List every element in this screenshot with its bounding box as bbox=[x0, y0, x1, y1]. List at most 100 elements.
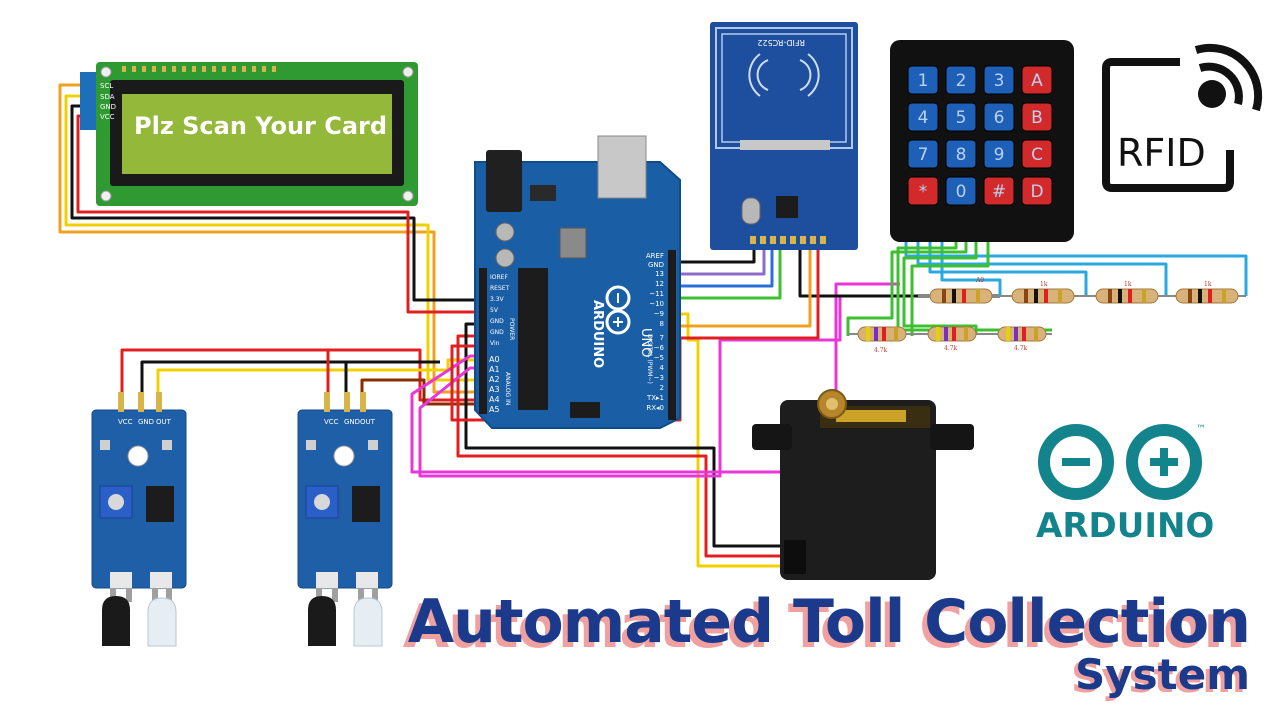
keypad-key: 0 bbox=[945, 176, 977, 206]
keypad-key: 1 bbox=[907, 65, 939, 95]
keypad-key: 2 bbox=[945, 65, 977, 95]
pin-label-5v: 5V bbox=[490, 307, 499, 314]
right-header bbox=[668, 250, 676, 420]
board-brand: ARDUINO bbox=[590, 300, 605, 368]
ir1-emitter bbox=[147, 597, 177, 647]
resistor-label-1k-a: 1k bbox=[1040, 281, 1048, 288]
keypad-key-cap bbox=[983, 102, 1015, 132]
keypad-key: 3 bbox=[983, 65, 1015, 95]
keypad-key-cap bbox=[983, 65, 1015, 95]
wire-servo-signal bbox=[668, 312, 790, 568]
wire-rfid-vcc bbox=[450, 240, 820, 422]
wire-ir2-out bbox=[360, 378, 488, 410]
lcd-pin-gnd: GND bbox=[100, 103, 116, 111]
digital-pin-labels: AREF GND 13 12 ~11 ~10 ~9 8 7 ~6 ~5 4 ~3… bbox=[646, 252, 665, 412]
pin-label-3v3: 3.3V bbox=[490, 296, 505, 303]
pin-label-gnd1: GND bbox=[490, 318, 504, 325]
wire-kp-r3 bbox=[928, 240, 1088, 296]
rfid-logo: RFID bbox=[1102, 43, 1263, 192]
resistor-label-4k7-a: 4.7k bbox=[874, 347, 888, 354]
keypad-key-label: 6 bbox=[994, 108, 1005, 128]
keypad-key: * bbox=[907, 176, 939, 206]
pin-label-reset: RESET bbox=[490, 285, 510, 292]
wire-servo-vcc bbox=[456, 334, 790, 558]
wire-kp-c2 bbox=[846, 240, 968, 336]
digital-label: DIGITAL (PWM~) bbox=[646, 334, 653, 384]
ir2-pin-out: OUT bbox=[360, 418, 376, 426]
arduino-logo-plus-v bbox=[1160, 448, 1168, 476]
wire-kp-r4 bbox=[940, 240, 1002, 296]
power-label: POWER bbox=[508, 318, 515, 340]
wire-rfid-mosi bbox=[668, 240, 774, 288]
ir1-pin-gnd: GND bbox=[138, 418, 154, 426]
keypad-key-cap bbox=[983, 139, 1015, 169]
lcd-display: SCL SDA GND VCC Plz Scan Your Card bbox=[80, 62, 418, 206]
ir2-pin-gnd: GND bbox=[344, 418, 360, 426]
keypad-key-cap bbox=[907, 102, 939, 132]
keypad-key-label: B bbox=[1031, 108, 1043, 128]
keypad-key-label: 0 bbox=[956, 182, 967, 202]
keypad-key-label: 7 bbox=[918, 145, 929, 165]
keypad-key-cap bbox=[945, 102, 977, 132]
pin-label-d2: 2 bbox=[660, 384, 664, 392]
pin-label-d7: 7 bbox=[660, 334, 664, 342]
ir2-pin-vcc: VCC bbox=[324, 418, 339, 426]
resistor-label-4k7-c: 4.7k bbox=[1014, 345, 1028, 352]
resistor-top-1 bbox=[918, 288, 1000, 304]
pin-label-ioref: IOREF bbox=[490, 274, 508, 281]
keypad-key-cap bbox=[1021, 65, 1053, 95]
capacitor bbox=[495, 222, 515, 242]
ir1-receiver bbox=[102, 596, 130, 646]
keypad-key-label: 9 bbox=[994, 145, 1005, 165]
keypad-key: 7 bbox=[907, 139, 939, 169]
keypad-key-cap bbox=[1021, 102, 1053, 132]
analog-pin-labels: A0 A1 A2 A3 A4 A5 bbox=[489, 355, 500, 414]
wire-servo-gnd bbox=[464, 322, 790, 548]
left-header bbox=[479, 268, 487, 414]
pin-label-gnd2: GND bbox=[490, 329, 504, 336]
keypad-key-label: 4 bbox=[918, 108, 929, 128]
keypad-key: C bbox=[1021, 139, 1053, 169]
atmega-chip bbox=[518, 268, 548, 410]
pin-label-d9: ~9 bbox=[654, 310, 664, 318]
resistor-bottom-1 bbox=[848, 326, 916, 342]
keypad-key-cap bbox=[1021, 176, 1053, 206]
pin-label-d11: ~11 bbox=[649, 290, 664, 298]
keypad-key-cap bbox=[1021, 139, 1053, 169]
lcd-pin-sda: SDA bbox=[100, 93, 115, 101]
ir1-pin-labels: VCC GND OUT bbox=[118, 418, 172, 426]
resistor-bottom-2 bbox=[916, 326, 986, 342]
resistor-labels: A0 1k 1k 1k 4.7k 4.7k 4.7k bbox=[874, 277, 1212, 354]
resistor-bottom-3 bbox=[986, 326, 1052, 342]
ir-sensor-1: VCC GND OUT bbox=[91, 392, 187, 647]
rfid-rc522-module: RFID-RC522 bbox=[710, 22, 858, 250]
arduino-logo-text: ARDUINO bbox=[1036, 506, 1214, 546]
wire-rfid-rst bbox=[668, 240, 812, 328]
rfid-chip bbox=[776, 196, 798, 218]
keypad-key-cap bbox=[983, 176, 1015, 206]
lcd-message: Plz Scan Your Card bbox=[134, 112, 387, 140]
pin-label-d5: ~5 bbox=[654, 354, 664, 362]
arduino-logo: ™ ARDUINO bbox=[1036, 424, 1214, 546]
ir-sensor-2: VCC GND OUT bbox=[297, 392, 393, 647]
pin-label-gnd3: GND bbox=[648, 261, 664, 269]
keypad-key-label: 1 bbox=[918, 71, 929, 91]
rfid-header-pins bbox=[750, 236, 826, 244]
pin-label-d1: TX▸1 bbox=[646, 394, 664, 402]
keypad-key-label: 3 bbox=[994, 71, 1005, 91]
wire-lcd-sda bbox=[64, 94, 488, 382]
pin-label-a1: A1 bbox=[489, 365, 500, 374]
keypad-key-cap bbox=[907, 176, 939, 206]
lcd-pin-scl: SCL bbox=[100, 82, 113, 90]
resistor-label-a0: A0 bbox=[975, 277, 984, 284]
ir1-chip bbox=[146, 486, 174, 522]
pin-label-a3: A3 bbox=[489, 385, 500, 394]
title-sub: System System bbox=[408, 652, 1250, 702]
keypad-key-cap bbox=[945, 176, 977, 206]
keypad-key-cap bbox=[945, 65, 977, 95]
pin-label-vin: Vin bbox=[490, 340, 500, 347]
resistor-label-1k-b: 1k bbox=[1124, 281, 1132, 288]
title-sub-shadow: System bbox=[1071, 653, 1246, 702]
resistor-label-1k-c: 1k bbox=[1204, 281, 1212, 288]
